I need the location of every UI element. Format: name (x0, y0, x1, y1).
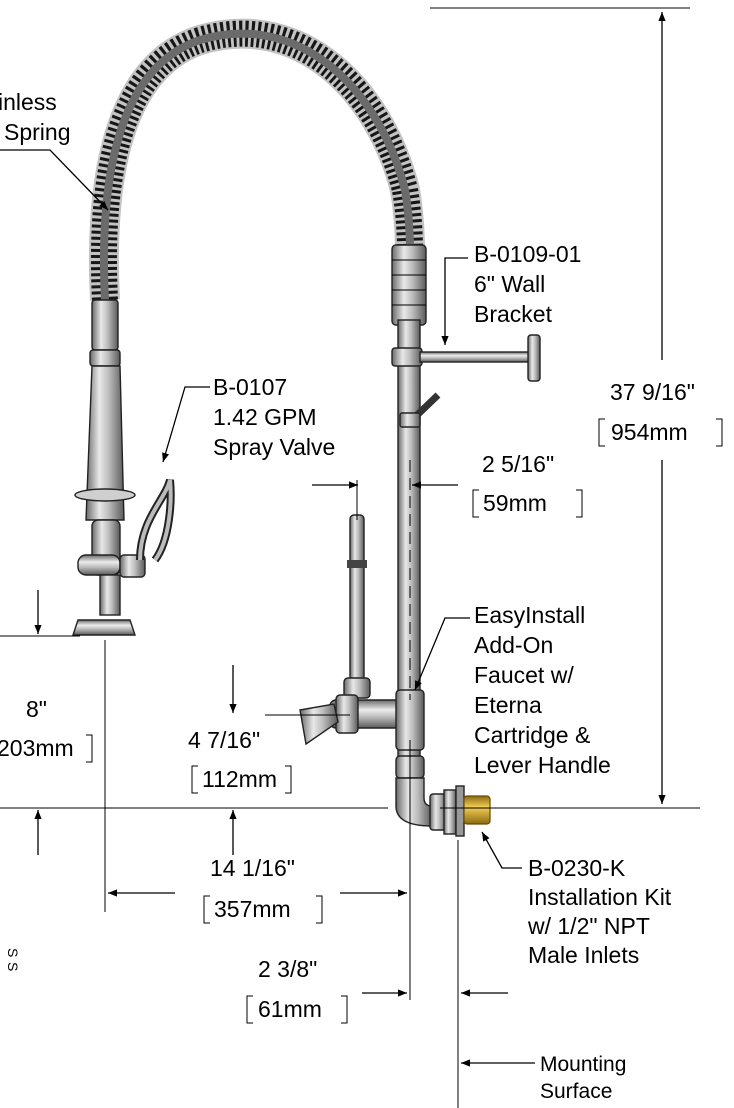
label-spray-valve: B-0107 1.42 GPM Spray Valve (213, 374, 335, 460)
svg-text:4 7/16": 4 7/16" (188, 727, 260, 753)
svg-text:Faucet w/: Faucet w/ (474, 662, 574, 688)
label-mounting-surface: Mounting Surface (540, 1053, 626, 1103)
dim-spout-height: 4 7/16" 112mm (188, 727, 292, 794)
wall-offset-metric: 61mm (258, 996, 322, 1022)
svg-text:Mounting: Mounting (540, 1053, 626, 1076)
svg-text:Cartridge &: Cartridge & (474, 722, 590, 748)
wall-bracket (391, 334, 541, 382)
edge-mark-1: S (5, 948, 21, 957)
dim-overall-height: 37 9/16" 954mm (598, 379, 723, 447)
spray-height-metric: 203mm (0, 735, 74, 761)
install-kit-label-line3: w/ 1/2" NPT (527, 913, 650, 939)
dimension-lines (0, 7, 700, 1108)
spout-height-metric: 112mm (202, 766, 277, 792)
svg-text:inless: inless (0, 89, 57, 115)
svg-text:357mm: 357mm (214, 896, 291, 922)
overall-height-metric: 954mm (611, 419, 688, 445)
spray-valve-label-line1: B-0107 (213, 374, 287, 400)
wall-bracket-label-line2: 6" Wall (474, 271, 545, 297)
riser-offset-imperial: 2 5/16" (482, 451, 554, 477)
edge-marks: S S (5, 948, 21, 971)
riser-offset-metric: 59mm (483, 490, 547, 516)
label-wall-bracket: B-0109-01 6" Wall Bracket (474, 241, 581, 327)
callout-leaders (0, 149, 522, 869)
svg-text:Surface: Surface (540, 1080, 612, 1103)
label-spring: inless Spring (0, 89, 70, 145)
spray-valve-label-line2: 1.42 GPM (213, 404, 317, 430)
svg-text:954mm: 954mm (611, 419, 688, 445)
svg-text:112mm: 112mm (202, 766, 277, 792)
svg-text:w/ 1/2" NPT: w/ 1/2" NPT (527, 913, 650, 939)
svg-text:B-0107: B-0107 (213, 374, 287, 400)
riser-spring-collar (391, 244, 427, 326)
faucet-label-line5: Cartridge & (474, 722, 590, 748)
install-kit-label-line1: B-0230-K (528, 855, 626, 881)
svg-text:59mm: 59mm (483, 490, 547, 516)
overall-height-imperial: 37 9/16" (610, 379, 695, 405)
svg-text:2 5/16": 2 5/16" (482, 451, 554, 477)
spray-height-imperial: 8" (26, 696, 47, 722)
svg-text:14 1/16": 14 1/16" (210, 855, 295, 881)
dim-wall-offset: 2 3/8" 61mm (246, 956, 348, 1024)
svg-text:Lever Handle: Lever Handle (474, 752, 611, 778)
svg-text:Add-On: Add-On (474, 632, 553, 658)
svg-text:1.42 GPM: 1.42 GPM (213, 404, 317, 430)
svg-text:EasyInstall: EasyInstall (474, 602, 585, 628)
label-install-kit: B-0230-K Installation Kit w/ 1/2" NPT Ma… (527, 855, 672, 968)
svg-text:Spray Valve: Spray Valve (213, 434, 335, 460)
svg-text:2 3/8": 2 3/8" (258, 956, 317, 982)
faucet-label-line1: EasyInstall (474, 602, 585, 628)
svg-text:Eterna: Eterna (474, 692, 542, 718)
mounting-label-line1: Mounting (540, 1053, 626, 1076)
edge-mark-2: S (5, 962, 21, 971)
stainless-spring (88, 18, 426, 321)
svg-text:203mm: 203mm (0, 735, 74, 761)
svg-text:Bracket: Bracket (474, 301, 553, 327)
svg-text:Installation Kit: Installation Kit (528, 884, 672, 910)
spray-reach-imperial: 14 1/16" (210, 855, 295, 881)
faucet-label-line4: Eterna (474, 692, 542, 718)
svg-text:6" Wall: 6" Wall (474, 271, 545, 297)
spray-valve-label-line3: Spray Valve (213, 434, 335, 460)
wall-offset-imperial: 2 3/8" (258, 956, 317, 982)
svg-text:Male Inlets: Male Inlets (528, 942, 639, 968)
faucet-assembly (72, 18, 541, 837)
install-kit-label-line4: Male Inlets (528, 942, 639, 968)
spray-valve (72, 299, 175, 636)
dim-riser-offset: 2 5/16" 59mm (472, 451, 583, 518)
mounting-label-line2: Surface (540, 1080, 612, 1103)
label-add-on-faucet: EasyInstall Add-On Faucet w/ Eterna Cart… (474, 602, 611, 778)
svg-text:S: S (5, 962, 21, 971)
dim-spray-height: 8" 203mm (0, 696, 93, 763)
spray-reach-metric: 357mm (214, 896, 291, 922)
add-on-faucet (299, 514, 425, 751)
wall-bracket-label-line1: B-0109-01 (474, 241, 581, 267)
svg-text:B-0230-K: B-0230-K (528, 855, 626, 881)
svg-text:Spring: Spring (4, 119, 70, 145)
faucet-label-line6: Lever Handle (474, 752, 611, 778)
svg-text:B-0109-01: B-0109-01 (474, 241, 581, 267)
spout-height-imperial: 4 7/16" (188, 727, 260, 753)
svg-text:8": 8" (26, 696, 47, 722)
faucet-label-line3: Faucet w/ (474, 662, 574, 688)
faucet-label-line2: Add-On (474, 632, 553, 658)
wall-bracket-label-line3: Bracket (474, 301, 553, 327)
install-kit-label-line2: Installation Kit (528, 884, 672, 910)
spring-label-line1: inless (0, 89, 57, 115)
spring-label-line2: Spring (4, 119, 70, 145)
svg-text:37 9/16": 37 9/16" (610, 379, 695, 405)
dim-spray-reach: 14 1/16" 357mm (203, 855, 323, 924)
svg-text:S: S (5, 948, 21, 957)
svg-text:61mm: 61mm (258, 996, 322, 1022)
